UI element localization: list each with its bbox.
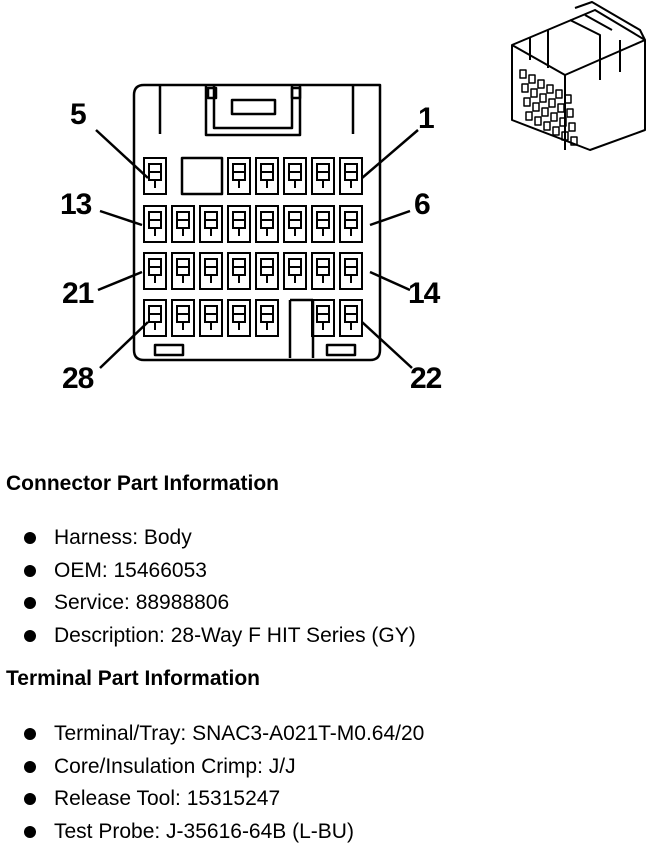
terminal-cavity [283, 252, 307, 290]
connector-info-item: Service: 88988806 [0, 587, 416, 620]
leader-28 [99, 321, 149, 369]
bottom-keyway [288, 298, 315, 358]
terminal-cavity [143, 205, 167, 243]
iso-cavity [541, 107, 549, 117]
connector-info-item: Harness: Body [0, 522, 416, 555]
callout-6: 6 [414, 188, 431, 221]
terminal-cavity [311, 299, 335, 337]
iso-cavity [519, 69, 527, 79]
terminal-cavity [255, 252, 279, 290]
callout-13: 13 [60, 188, 92, 221]
iso-cavity [570, 136, 578, 146]
bottom-tab-left [153, 343, 185, 357]
terminal-info-title: Terminal Part Information [6, 667, 260, 690]
terminal-info-item: Test Probe: J-35616-64B (L-BU) [0, 816, 424, 849]
terminal-cavity [171, 252, 195, 290]
terminal-cavity [227, 252, 251, 290]
iso-cavity [557, 103, 565, 113]
iso-cavity [566, 108, 574, 118]
terminal-cavity [255, 205, 279, 243]
iso-cavity [550, 112, 558, 122]
iso-cavity [525, 111, 533, 121]
connector-info-title: Connector Part Information [6, 472, 280, 495]
terminal-info-item: Terminal/Tray: SNAC3-A021T-M0.64/20 [0, 718, 424, 751]
iso-cavity [559, 117, 567, 127]
terminal-cavity [199, 252, 223, 290]
connector-3d-illustration [511, 1, 646, 151]
iso-cavity [568, 122, 576, 132]
callout-14: 14 [408, 277, 440, 310]
leader-lines [95, 129, 419, 369]
terminal-cavity [143, 252, 167, 290]
callout-21: 21 [62, 277, 94, 310]
leader-14 [369, 270, 411, 292]
terminal-cavity [339, 157, 363, 195]
connector-info-item: OEM: 15466053 [0, 555, 416, 588]
terminal-cavity [255, 157, 279, 195]
connector-housing [132, 83, 382, 362]
bottom-tab-right [325, 343, 357, 357]
iso-cavity [543, 121, 551, 131]
terminal-cavity [171, 299, 195, 337]
iso-cavity [528, 74, 536, 84]
iso-cavity [521, 83, 529, 93]
connector-face-diagram [95, 1, 646, 369]
terminal-cavity [227, 157, 251, 195]
leader-22 [361, 321, 413, 369]
leader-5 [95, 129, 149, 179]
terminal-cavity [311, 157, 335, 195]
leader-1 [361, 129, 419, 179]
iso-cavity [546, 84, 554, 94]
connector-info-list: Harness: Body OEM: 15466053 Service: 889… [0, 522, 416, 652]
terminal-cavity [283, 205, 307, 243]
terminal-cavity [339, 252, 363, 290]
leader-6 [369, 209, 411, 227]
iso-cavity [555, 89, 563, 99]
callout-22: 22 [410, 362, 442, 395]
terminal-cavity [339, 299, 363, 337]
terminal-cavity [199, 205, 223, 243]
iso-cavity [564, 94, 572, 104]
terminal-cavity [227, 299, 251, 337]
callout-1: 1 [418, 102, 435, 135]
iso-cavity [532, 102, 540, 112]
terminal-cavity [311, 205, 335, 243]
iso-cavity [537, 79, 545, 89]
terminal-cavity [143, 299, 167, 337]
terminal-cavity [199, 299, 223, 337]
iso-cavity [539, 93, 547, 103]
callout-28: 28 [62, 362, 94, 395]
terminal-cavity [339, 205, 363, 243]
connector-latch [204, 85, 302, 137]
terminal-cavity [311, 252, 335, 290]
terminal-cavity [171, 205, 195, 243]
leader-13 [99, 209, 143, 227]
terminal-cavity [255, 299, 279, 337]
iso-cavity [530, 88, 538, 98]
connector-info-item: Description: 28-Way F HIT Series (GY) [0, 620, 416, 653]
blank-cavity [180, 156, 224, 196]
iso-cavity [523, 97, 531, 107]
terminal-cavity [227, 205, 251, 243]
iso-cavity [561, 131, 569, 141]
iso-cavity [534, 116, 542, 126]
terminal-info-item: Release Tool: 15315247 [0, 783, 424, 816]
iso-cavity [548, 98, 556, 108]
callout-5: 5 [70, 98, 87, 131]
terminal-info-list: Terminal/Tray: SNAC3-A021T-M0.64/20 Core… [0, 718, 424, 848]
terminal-cavity [283, 157, 307, 195]
iso-cavity [552, 126, 560, 136]
terminal-info-item: Core/Insulation Crimp: J/J [0, 751, 424, 784]
leader-21 [97, 270, 143, 292]
